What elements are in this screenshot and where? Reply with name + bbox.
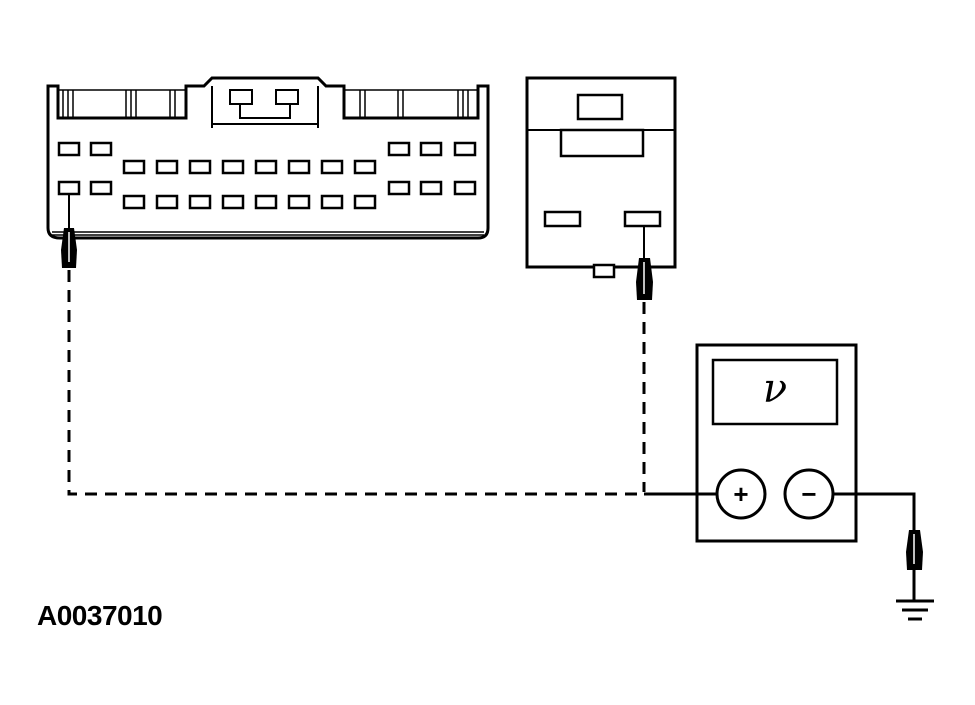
small-connector [525, 76, 677, 279]
probe-ground [906, 530, 923, 570]
voltmeter-body [695, 343, 858, 543]
probe-small-connector [636, 258, 653, 300]
lead-large-connector [67, 270, 644, 496]
large-connector-body [46, 76, 490, 240]
connector-ribs-right [344, 89, 478, 118]
positive-terminal [715, 468, 767, 520]
connector-latch [211, 86, 319, 128]
ground-icon [896, 570, 934, 621]
connector-pin-cavities [57, 141, 477, 210]
figure-id: A0037010 [37, 600, 163, 631]
voltmeter-display [711, 358, 839, 426]
large-connector [46, 76, 490, 240]
probe-large-connector [61, 228, 77, 268]
positive-terminal-label: + [733, 479, 748, 509]
negative-terminal [783, 468, 835, 520]
voltmeter [695, 343, 858, 543]
test-leads [67, 270, 916, 532]
voltmeter-display-symbol: ν [763, 366, 787, 412]
small-connector-body [525, 76, 677, 269]
lead-ground [834, 492, 916, 532]
connector-ribs-left [58, 89, 186, 118]
negative-terminal-label: − [801, 479, 816, 509]
